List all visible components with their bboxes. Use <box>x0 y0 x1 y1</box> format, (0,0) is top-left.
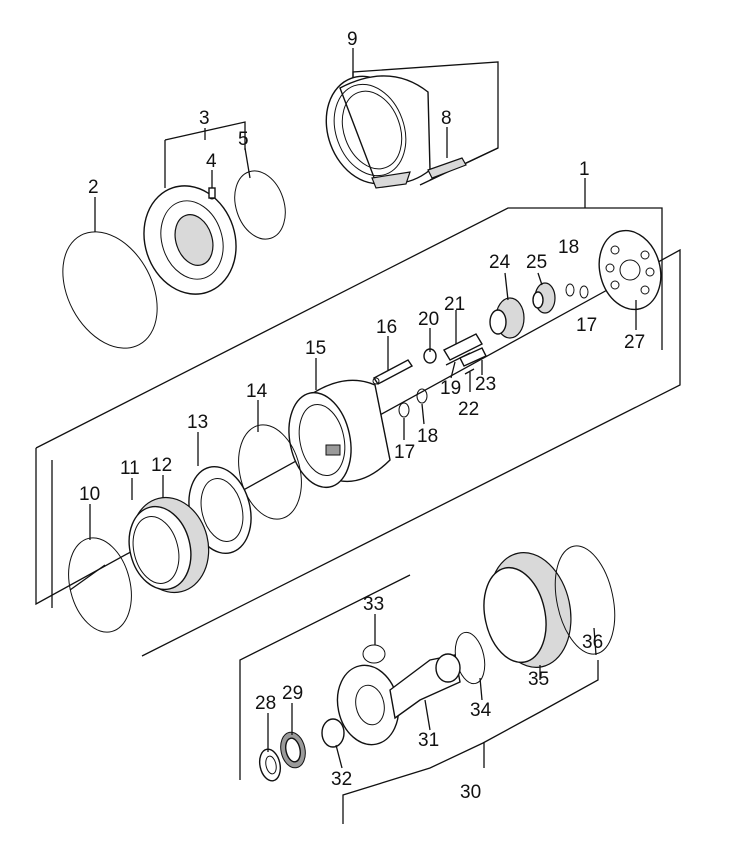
label-14: 14 <box>246 381 268 402</box>
part-31-shaft <box>336 653 461 746</box>
label-32: 32 <box>331 769 352 790</box>
label-24: 24 <box>489 252 511 273</box>
leader-31 <box>424 699 431 731</box>
label-29: 29 <box>282 683 303 704</box>
leader-32 <box>335 744 343 769</box>
leader-19 <box>450 361 456 379</box>
label-18b: 18 <box>417 426 438 447</box>
part-9-band <box>325 75 431 189</box>
leader-34 <box>479 677 483 701</box>
label-13: 13 <box>187 412 208 433</box>
part-3-plate <box>143 185 237 295</box>
part-15-carrier <box>288 379 391 489</box>
part-22-pin <box>464 368 475 375</box>
callout-labels: 9 8 3 4 5 2 1 24 25 18 17 27 21 16 20 19… <box>79 29 645 803</box>
bracket-30-bottom <box>342 660 599 824</box>
label-5: 5 <box>238 129 249 150</box>
part-24-gear <box>489 297 525 339</box>
label-25: 25 <box>526 252 547 273</box>
label-20: 20 <box>418 309 439 330</box>
part-17-washer-b <box>398 402 410 418</box>
part-32-bushing <box>321 718 345 748</box>
label-22: 22 <box>458 399 479 420</box>
part-8-strut <box>427 157 467 179</box>
part-12-drum <box>128 496 210 594</box>
part-10-snap-ring <box>68 537 132 633</box>
group-brackets <box>35 61 681 824</box>
part-17-washer-a <box>579 285 589 299</box>
leader-lines <box>69 48 637 769</box>
leader-5 <box>244 147 251 179</box>
label-23: 23 <box>475 374 496 395</box>
label-16: 16 <box>376 317 397 338</box>
label-34: 34 <box>470 700 492 721</box>
part-35-ring-gear <box>483 552 572 668</box>
label-4: 4 <box>206 151 217 172</box>
label-12: 12 <box>151 455 172 476</box>
label-33: 33 <box>363 594 384 615</box>
label-10: 10 <box>79 484 100 505</box>
label-19: 19 <box>440 378 461 399</box>
leader-24 <box>504 272 509 301</box>
label-36: 36 <box>582 632 603 653</box>
label-1: 1 <box>579 159 590 180</box>
label-28: 28 <box>255 693 276 714</box>
label-27: 27 <box>624 332 645 353</box>
label-35: 35 <box>528 669 549 690</box>
part-2-snap-ring <box>62 231 158 349</box>
part-4-pin <box>208 187 216 199</box>
label-2: 2 <box>88 177 99 198</box>
label-15: 15 <box>305 338 326 359</box>
bracket-30-top <box>239 574 411 780</box>
leader-36 <box>593 627 597 656</box>
part-28-washer <box>258 748 282 782</box>
leader-25 <box>537 272 543 286</box>
bracket-1-outer <box>35 248 681 657</box>
label-30: 30 <box>460 782 481 803</box>
part-27-plate <box>598 229 662 311</box>
label-11: 11 <box>120 458 140 479</box>
part-16-pin <box>372 359 414 385</box>
label-8: 8 <box>441 108 452 129</box>
label-17b: 17 <box>394 442 415 463</box>
leader-18b <box>421 403 425 425</box>
label-21: 21 <box>444 294 465 315</box>
parts <box>62 75 662 782</box>
label-31: 31 <box>418 730 439 751</box>
part-18-washer-a <box>565 283 575 297</box>
label-17a: 17 <box>576 315 597 336</box>
part-18-washer-b <box>416 388 428 404</box>
part-28-washer-inner <box>265 755 277 775</box>
label-18a: 18 <box>558 237 579 258</box>
label-3: 3 <box>199 108 210 129</box>
leader-10-b <box>69 564 106 591</box>
part-29-bearing-inner <box>285 737 301 763</box>
part-25-gear <box>532 282 556 314</box>
part-5-seal <box>234 170 286 240</box>
bracket-3 <box>164 121 246 150</box>
label-9: 9 <box>347 29 358 50</box>
part-23-pin <box>459 347 487 367</box>
part-21-shaft <box>443 333 483 361</box>
part-33-oring <box>362 644 386 664</box>
